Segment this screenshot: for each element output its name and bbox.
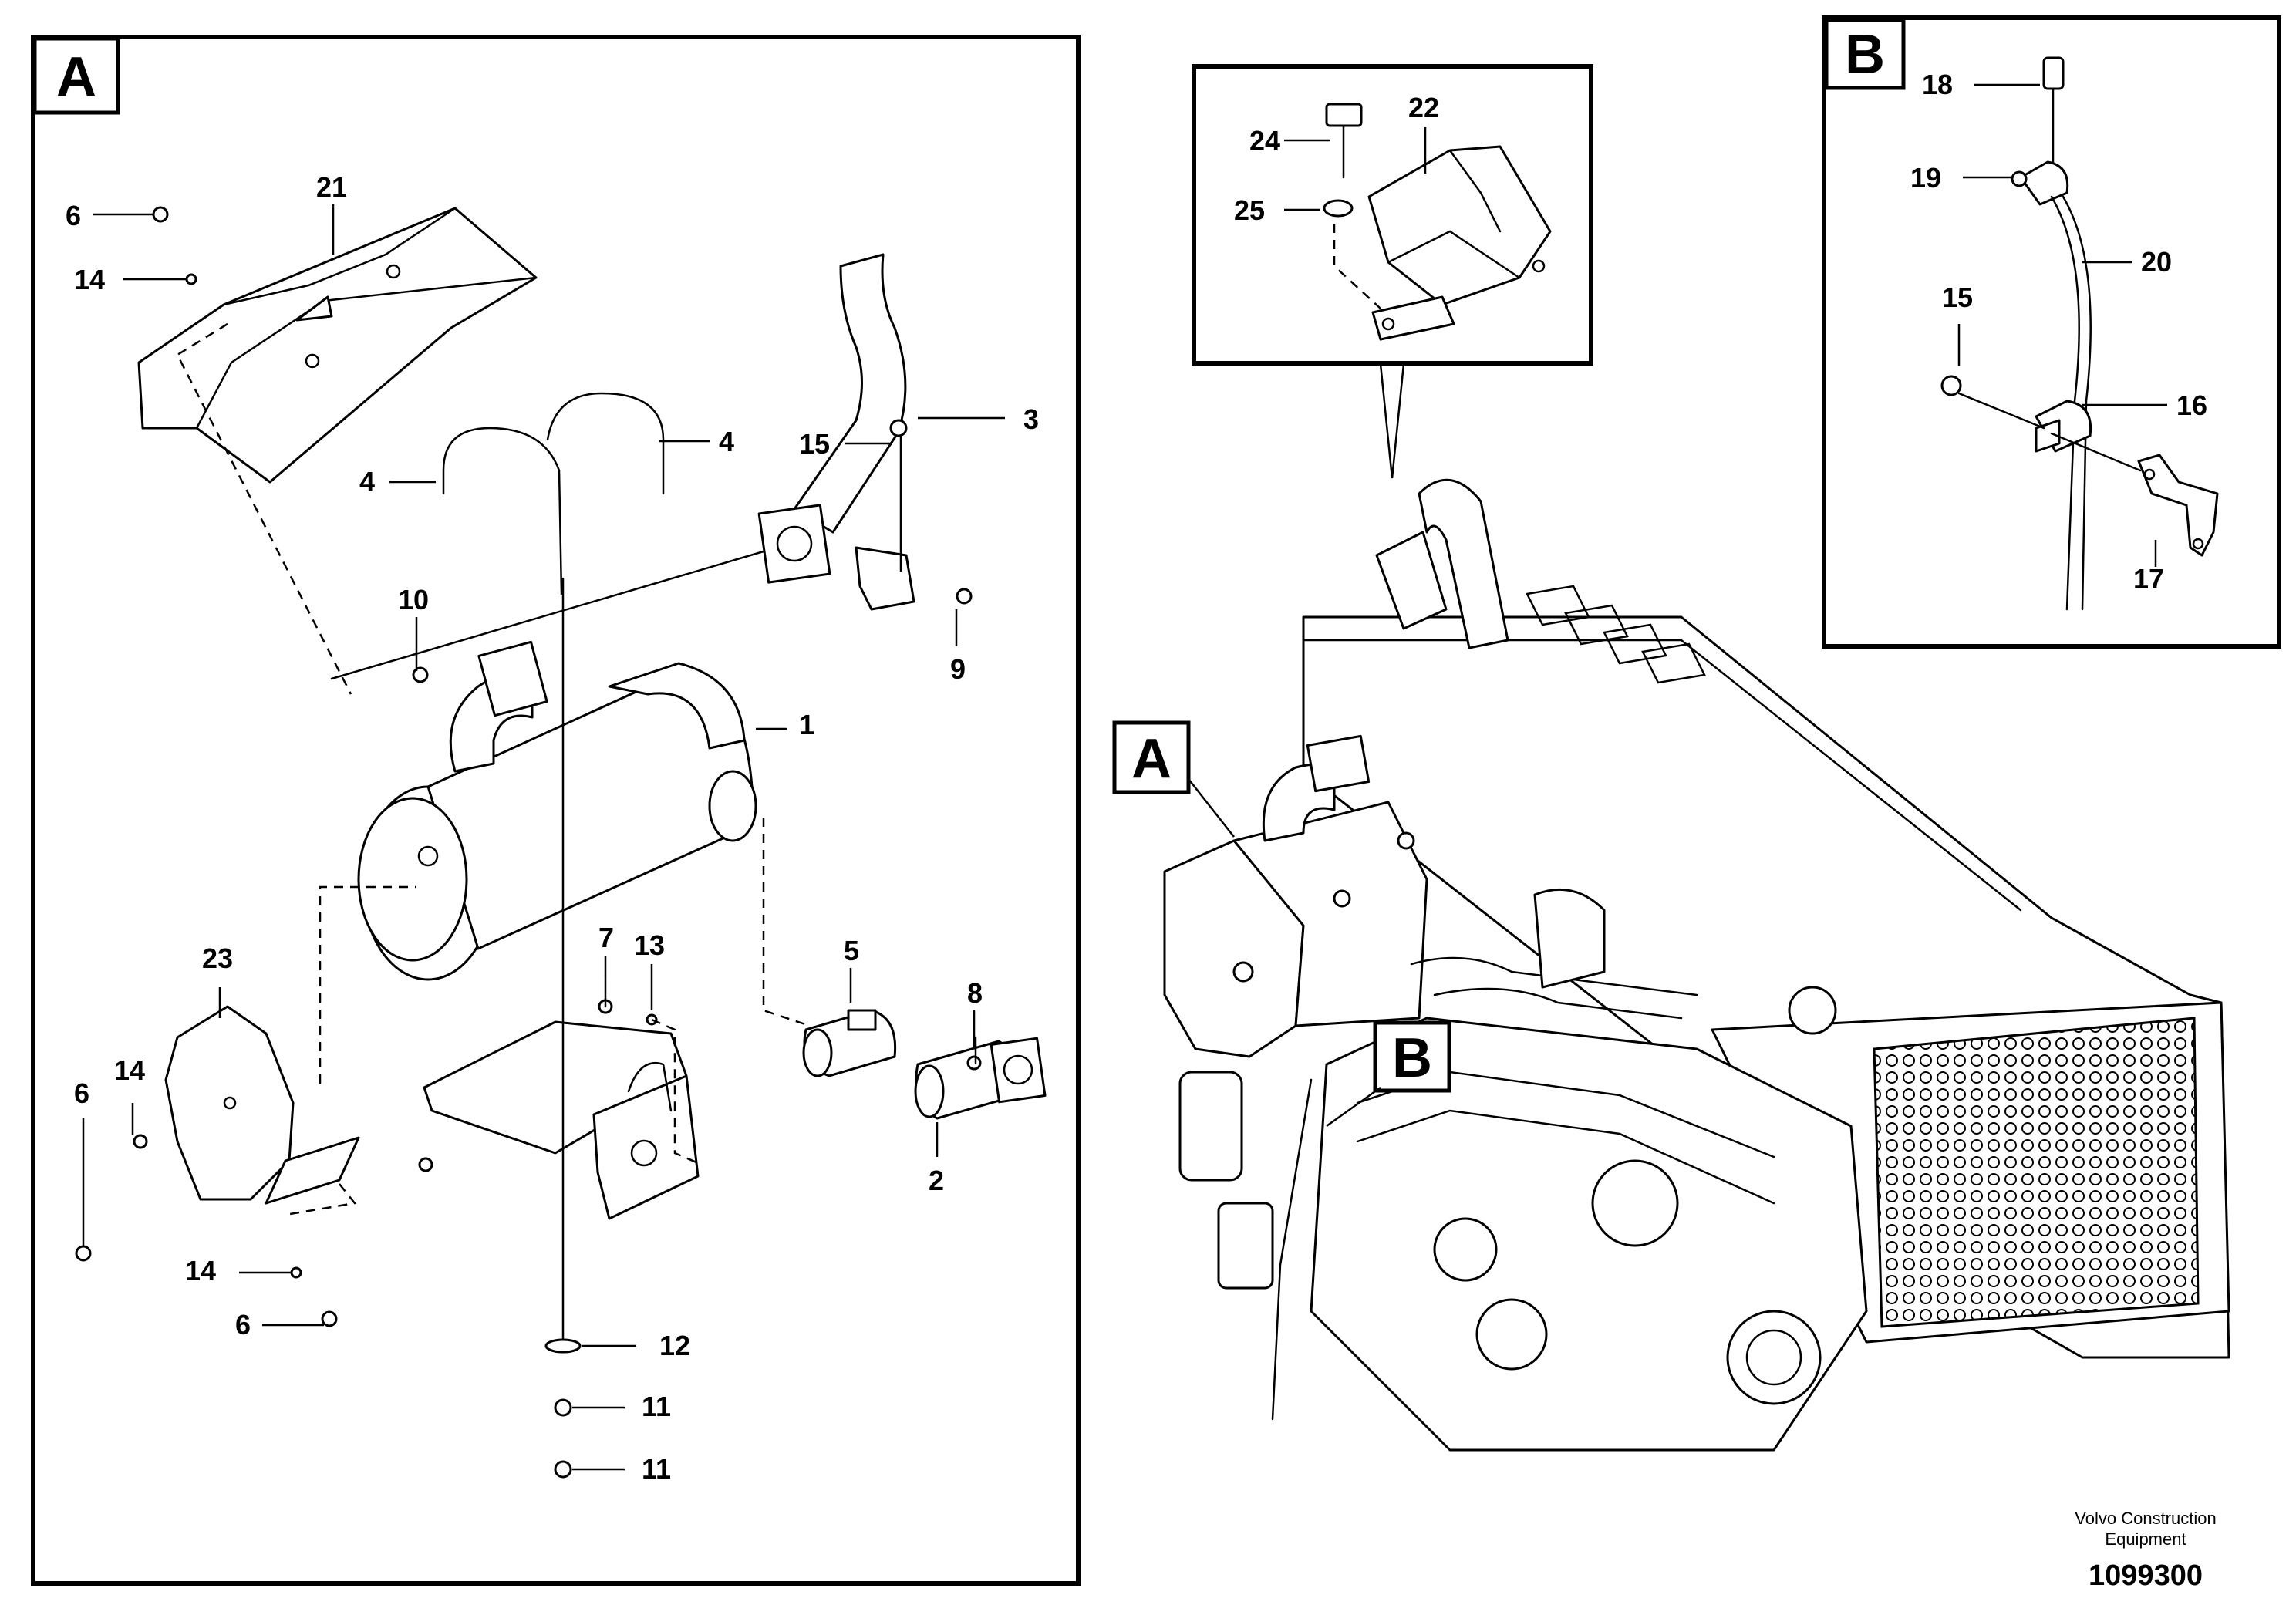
bracket-part [423,1020,700,1220]
callout-14c: 14 [185,1255,216,1286]
callout-15b: 15 [1942,282,1973,313]
leaders-a [82,204,1005,1471]
detail-frame-a: A [31,35,1081,1586]
rain-cap-part [164,1005,360,1205]
footer: Volvo Construction Equipment 1099300 [2075,1509,2216,1592]
callout-24: 24 [1249,125,1280,157]
overview-tag-b: B [1392,1027,1432,1089]
callout-14a: 14 [74,264,105,295]
detail-tag-a: A [56,46,96,108]
callout-18: 18 [1922,69,1953,100]
callout-21: 21 [316,171,347,203]
sleeve-part [802,1009,897,1077]
callout-25: 25 [1234,194,1265,226]
callouts: 1 2 3 4 4 5 6 6 6 7 8 9 10 11 11 12 13 1… [66,69,2207,1485]
callout-12: 12 [659,1330,690,1361]
drawing-number: 1099300 [2089,1560,2203,1592]
callout-23: 23 [202,943,233,974]
detail-tag-b: B [1845,24,1885,86]
callout-11a: 11 [642,1391,671,1422]
callout-13: 13 [634,929,665,961]
callout-20: 20 [2141,246,2172,278]
engine-overview: A B [1112,478,2230,1452]
heat-shield-part [137,207,538,484]
callout-4b: 4 [719,426,734,457]
overview-tag-a-box [1112,720,1191,794]
callout-17: 17 [2133,563,2164,595]
callout-14b: 14 [114,1054,145,1086]
muffler-part [357,640,757,981]
callout-7: 7 [598,922,614,953]
detail-tag-b-box [1824,18,1906,90]
brand-line-1: Volvo Construction [2075,1509,2216,1528]
brand-line-2: Equipment [2105,1529,2186,1549]
callout-8: 8 [967,977,983,1009]
callout-16: 16 [2176,389,2207,421]
callout-9: 9 [950,653,966,685]
callout-6b: 6 [74,1077,89,1109]
outlet-pipe-part [914,1037,1047,1120]
u-bolt-part-2 [546,392,665,495]
callout-11b: 11 [642,1453,671,1485]
detail-frame-shield [1192,64,1593,479]
callout-1: 1 [799,709,814,740]
callout-5: 5 [844,935,859,966]
overview-tag-a: A [1131,728,1172,790]
callout-6a: 6 [66,200,81,231]
overview-tag-b-box [1373,1020,1451,1093]
callout-6c: 6 [235,1309,251,1340]
callout-22: 22 [1408,92,1439,123]
callout-4a: 4 [359,466,375,497]
callout-3: 3 [1023,403,1039,435]
u-bolt-part [442,427,563,595]
callout-19: 19 [1910,162,1941,194]
detail-tag-a-box [32,36,120,115]
callout-2: 2 [929,1165,944,1196]
callout-10: 10 [398,584,429,615]
tail-pipe-part [757,253,915,611]
detail-frame-b: B [1822,15,2281,649]
callout-15a: 15 [799,428,830,460]
